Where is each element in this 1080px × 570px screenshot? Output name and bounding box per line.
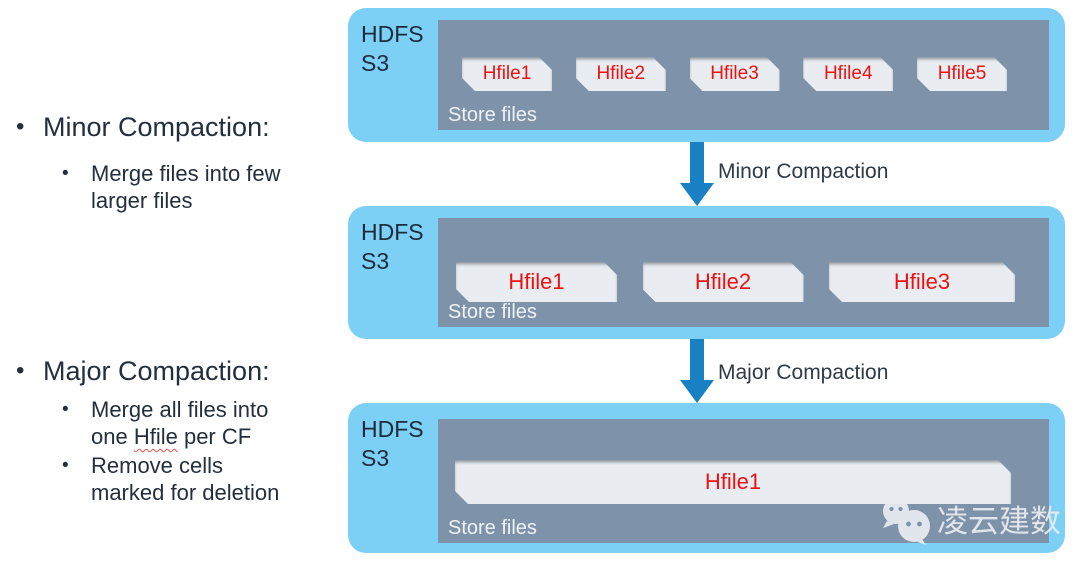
bullet-text: Merge files into few larger files xyxy=(91,160,281,214)
hfile-box: Hfile2 xyxy=(643,262,804,302)
minor-compaction-bullet-1: • Merge files into few larger files xyxy=(62,160,281,214)
hfile-box: Hfile1 xyxy=(455,460,1011,504)
hfile-label: Hfile3 xyxy=(710,63,759,84)
major-compaction-bullet-2: • Remove cells marked for deletion xyxy=(62,452,279,506)
hfile-row: Hfile1 xyxy=(455,460,1011,504)
hfile-box: Hfile3 xyxy=(829,262,1015,302)
major-compaction-heading: • Major Compaction: xyxy=(16,356,270,386)
major-compaction-arrow xyxy=(680,339,714,403)
watermark: 凌云建数 xyxy=(880,497,1061,545)
heading-text: Major Compaction: xyxy=(43,356,270,386)
bullet-text: Remove cells marked for deletion xyxy=(91,452,279,506)
down-arrow-icon xyxy=(680,339,714,403)
hfile-box: Hfile1 xyxy=(456,262,617,302)
bullet-line: larger files xyxy=(91,188,193,213)
bullet-dot: • xyxy=(62,399,69,420)
hfile-label: Hfile5 xyxy=(937,63,987,84)
env-label: HDFS S3 xyxy=(361,20,424,78)
hfile-label: Hfile2 xyxy=(694,269,752,294)
hfile-box: Hfile1 xyxy=(462,57,552,91)
store-files-label: Store files xyxy=(448,517,537,539)
env-line: HDFS xyxy=(361,416,424,442)
down-arrow-icon xyxy=(680,142,714,206)
storage-panel-1: HDFS S3 Hfile1 Hfile2 Hfile3 Hfile4 Hfil… xyxy=(348,8,1065,142)
bullet-line: marked for deletion xyxy=(91,480,280,505)
store-files-label: Store files xyxy=(448,301,537,323)
bullet-line: Merge files into few xyxy=(91,161,281,186)
hfile-box: Hfile5 xyxy=(917,57,1007,91)
storage-panel-3: HDFS S3 Hfile1 Store files xyxy=(348,403,1065,553)
spellcheck-word: Hfile xyxy=(133,424,178,449)
watermark-text: 凌云建数 xyxy=(937,503,1061,539)
env-line: S3 xyxy=(361,445,390,471)
env-label: HDFS S3 xyxy=(361,218,424,276)
minor-compaction-arrow-label: Minor Compaction xyxy=(718,160,889,183)
bullet-line: Remove cells xyxy=(91,453,224,478)
bullet-dot: • xyxy=(62,455,69,476)
hfile-label: Hfile2 xyxy=(596,63,646,84)
store-files-label: Store files xyxy=(448,104,537,126)
bullet-line-part: per CF xyxy=(177,424,252,449)
env-line: HDFS xyxy=(361,21,424,47)
bullet-dot: • xyxy=(16,113,25,140)
bullet-dot: • xyxy=(62,163,69,184)
store-files-box: Hfile1 Hfile2 Hfile3 Hfile4 Hfile5 Store… xyxy=(438,20,1049,130)
env-line: HDFS xyxy=(361,219,424,245)
env-line: S3 xyxy=(361,248,390,274)
major-compaction-bullet-1: • Merge all files into one Hfile per CF xyxy=(62,396,268,450)
bullet-line-part: one xyxy=(91,424,134,449)
hfile-box: Hfile3 xyxy=(690,57,780,91)
major-compaction-arrow-label: Major Compaction xyxy=(718,361,889,384)
env-line: S3 xyxy=(361,50,390,76)
storage-panel-2: HDFS S3 Hfile1 Hfile2 Hfile3 Store files xyxy=(348,206,1065,339)
minor-compaction-arrow xyxy=(680,142,714,206)
bullet-dot: • xyxy=(16,357,25,384)
hfile-label: Hfile3 xyxy=(893,269,951,294)
hfile-row: Hfile1 Hfile2 Hfile3 Hfile4 Hfile5 xyxy=(462,57,1007,91)
store-files-box: Hfile1 Hfile2 Hfile3 Store files xyxy=(438,218,1049,327)
bullet-line: Merge all files into xyxy=(91,397,269,422)
hfile-label: Hfile4 xyxy=(823,63,873,84)
wechat-icon xyxy=(883,498,930,545)
store-files-box: Hfile1 Store files xyxy=(438,419,1049,543)
hfile-label: Hfile1 xyxy=(704,469,762,494)
hfile-row: Hfile1 Hfile2 Hfile3 xyxy=(456,262,1015,302)
minor-compaction-heading: • Minor Compaction: xyxy=(16,112,270,142)
hfile-label: Hfile1 xyxy=(508,269,565,294)
env-label: HDFS S3 xyxy=(361,415,424,473)
hfile-box: Hfile2 xyxy=(576,57,666,91)
hfile-label: Hfile1 xyxy=(482,63,532,84)
heading-text: Minor Compaction: xyxy=(43,112,270,142)
bullet-text: Merge all files into one Hfile per CF xyxy=(91,396,268,450)
hfile-box: Hfile4 xyxy=(803,57,893,91)
